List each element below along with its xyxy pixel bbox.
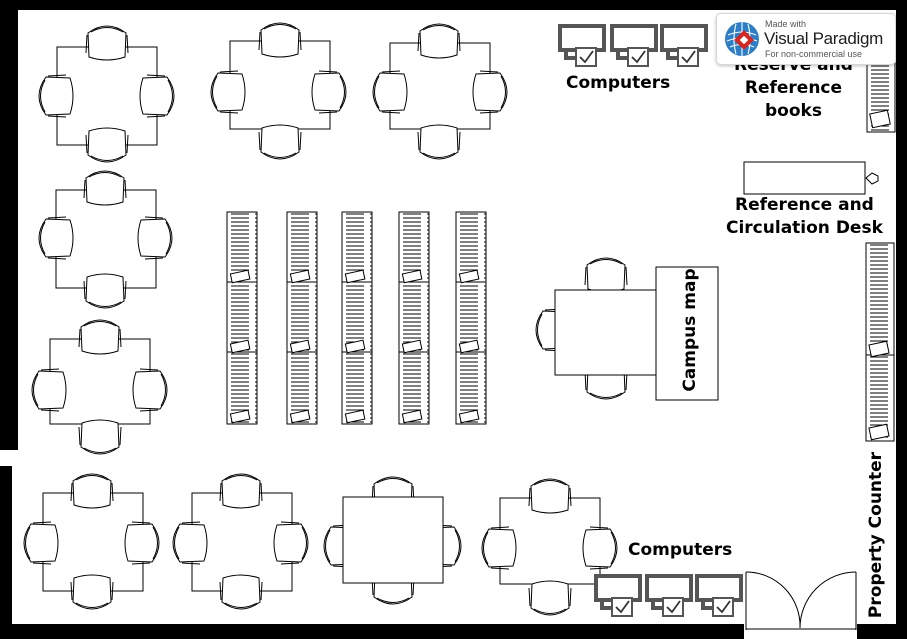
reference-desk-label: Reference and Circulation Desk — [726, 195, 883, 238]
table-group-3 — [372, 23, 508, 160]
badge-made-with: Made with — [765, 19, 807, 29]
table-group-6 — [23, 473, 160, 610]
table-group-5 — [31, 319, 168, 455]
table-group-9 — [481, 478, 618, 616]
visual-paradigm-badge: Made with Visual Paradigm For non-commer… — [716, 13, 896, 65]
wall-shelves — [865, 39, 896, 442]
visual-paradigm-logo-icon — [725, 22, 759, 56]
badge-note: For non-commercial use — [765, 49, 863, 59]
badge-brand: Visual Paradigm — [764, 29, 883, 48]
computers-top-group — [558, 24, 708, 68]
property-counter-label: Property Counter — [866, 451, 886, 619]
table-group-7 — [172, 473, 309, 610]
campus-map-table — [535, 257, 719, 401]
computers-label-top: Computers — [566, 73, 671, 93]
computers-label-bottom: Computers — [628, 540, 733, 560]
book-shelves — [226, 211, 487, 425]
campus-map-label: Campus map — [680, 268, 700, 392]
table-group-4 — [38, 170, 173, 309]
circulation-desk — [743, 161, 879, 195]
table-group-1 — [38, 25, 175, 163]
table-group-8 — [323, 476, 462, 605]
computers-bottom-group — [594, 574, 743, 618]
entrance-door — [744, 571, 857, 630]
table-group-2 — [210, 22, 347, 160]
